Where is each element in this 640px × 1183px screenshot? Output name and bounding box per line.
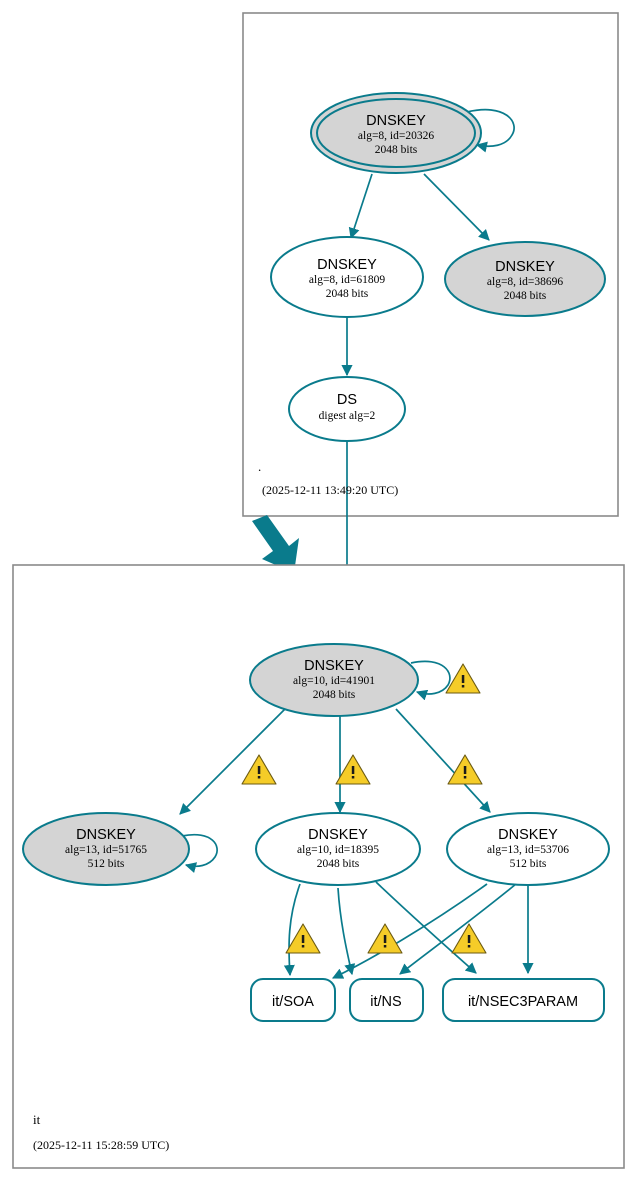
node-it-41901-params: alg=10, id=41901 bbox=[293, 675, 375, 687]
node-root-61809-params: alg=8, id=61809 bbox=[309, 274, 385, 286]
node-it-nsec3param-label: it/NSEC3PARAM bbox=[468, 994, 578, 1010]
node-root-ds-ellipse bbox=[288, 376, 406, 442]
node-it-ns-rect bbox=[349, 978, 424, 1022]
node-it-dnskey-41901[interactable]: DNSKEY alg=10, id=41901 2048 bits bbox=[249, 643, 419, 717]
zone-it-name: it bbox=[33, 1112, 41, 1127]
edge-root-ksk-to-38696 bbox=[423, 173, 490, 241]
node-it-51765-size: 512 bits bbox=[88, 858, 125, 870]
node-it-51765-title: DNSKEY bbox=[76, 827, 136, 843]
it-zone-edges bbox=[179, 660, 534, 979]
node-root-ksk-params: alg=8, id=20326 bbox=[358, 130, 434, 142]
edge-it-18395-to-soa bbox=[283, 883, 301, 977]
edge-it-41901-to-51765 bbox=[179, 706, 288, 815]
edge-it-18395-to-nsec3param bbox=[375, 881, 477, 974]
warning-triangle-icon[interactable] bbox=[447, 754, 483, 785]
warning-triangle-icon[interactable] bbox=[241, 754, 277, 785]
node-root-dnskey-61809[interactable]: DNSKEY alg=8, id=61809 2048 bits bbox=[270, 236, 424, 318]
edge-selfloop-it-41901 bbox=[410, 660, 451, 701]
warning-triangle-icon[interactable] bbox=[445, 663, 481, 694]
node-it-18395-params: alg=10, id=18395 bbox=[297, 844, 379, 856]
node-it-ns[interactable]: it/NS bbox=[349, 978, 424, 1022]
node-root-38696-title: DNSKEY bbox=[495, 259, 555, 275]
node-root-ds-title: DS bbox=[337, 392, 357, 408]
node-root-61809-title: DNSKEY bbox=[317, 257, 377, 273]
node-it-51765-params: alg=13, id=51765 bbox=[65, 844, 147, 856]
node-it-soa-label: it/SOA bbox=[272, 994, 314, 1010]
edge-selfloop-root-ksk bbox=[466, 108, 515, 153]
edge-trust-root-to-it bbox=[252, 515, 299, 573]
node-root-38696-size: 2048 bits bbox=[504, 290, 547, 302]
node-it-nsec3param-rect bbox=[442, 978, 605, 1022]
edge-it-53706-to-soa bbox=[332, 883, 488, 979]
node-it-53706-size: 512 bits bbox=[510, 858, 547, 870]
warning-triangle-icon[interactable] bbox=[285, 923, 321, 954]
node-it-41901-ellipse bbox=[249, 643, 419, 717]
zone-it-timestamp: (2025-12-11 15:28:59 UTC) bbox=[33, 1138, 169, 1152]
node-it-nsec3param[interactable]: it/NSEC3PARAM bbox=[442, 978, 605, 1022]
node-it-18395-size: 2048 bits bbox=[317, 858, 360, 870]
edge-selfloop-it-51765 bbox=[181, 833, 218, 873]
edge-it-41901-to-53706 bbox=[395, 708, 491, 813]
node-root-ksk-20326[interactable]: DNSKEY alg=8, id=20326 2048 bits bbox=[310, 92, 482, 174]
node-it-soa-rect bbox=[250, 978, 336, 1022]
edge-root-ksk-to-61809 bbox=[348, 173, 373, 240]
node-root-38696-params: alg=8, id=38696 bbox=[487, 276, 563, 288]
zone-root-name: . bbox=[258, 459, 261, 474]
node-it-53706-params: alg=13, id=53706 bbox=[487, 844, 569, 856]
warning-triangle-icon[interactable] bbox=[367, 923, 403, 954]
edge-it-18395-to-ns bbox=[337, 887, 356, 976]
node-root-61809-size: 2048 bits bbox=[326, 288, 369, 300]
node-it-51765-ellipse bbox=[22, 812, 190, 886]
node-it-dnskey-53706[interactable]: DNSKEY alg=13, id=53706 512 bits bbox=[446, 812, 610, 886]
warning-triangle-icon[interactable] bbox=[335, 754, 371, 785]
node-root-ksk-inner-ellipse bbox=[316, 98, 476, 168]
zone-root-timestamp: (2025-12-11 13:49:20 UTC) bbox=[262, 483, 398, 497]
warning-triangle-icon[interactable] bbox=[451, 923, 487, 954]
node-root-ksk-size: 2048 bits bbox=[375, 144, 418, 156]
node-it-dnskey-18395[interactable]: DNSKEY alg=10, id=18395 2048 bits bbox=[255, 812, 421, 886]
edge-it-53706-to-ns bbox=[399, 883, 517, 975]
node-it-18395-title: DNSKEY bbox=[308, 827, 368, 843]
node-it-53706-ellipse bbox=[446, 812, 610, 886]
node-root-ds[interactable]: DS digest alg=2 bbox=[288, 376, 406, 442]
node-root-ds-params: digest alg=2 bbox=[319, 410, 376, 422]
node-root-ksk-title: DNSKEY bbox=[366, 113, 426, 129]
node-it-41901-title: DNSKEY bbox=[304, 658, 364, 674]
node-it-18395-ellipse bbox=[255, 812, 421, 886]
node-it-53706-title: DNSKEY bbox=[498, 827, 558, 843]
node-root-38696-ellipse bbox=[444, 241, 606, 317]
node-it-41901-size: 2048 bits bbox=[313, 689, 356, 701]
node-it-dnskey-51765[interactable]: DNSKEY alg=13, id=51765 512 bits bbox=[22, 812, 190, 886]
node-root-dnskey-38696[interactable]: DNSKEY alg=8, id=38696 2048 bits bbox=[444, 241, 606, 317]
node-it-soa[interactable]: it/SOA bbox=[250, 978, 336, 1022]
node-root-61809-ellipse bbox=[270, 236, 424, 318]
zone-it: DNSKEY alg=10, id=41901 2048 bits DNSKEY… bbox=[12, 564, 625, 1169]
node-it-ns-label: it/NS bbox=[370, 994, 401, 1010]
zone-root: DNSKEY alg=8, id=20326 2048 bits DNSKEY … bbox=[242, 12, 619, 652]
